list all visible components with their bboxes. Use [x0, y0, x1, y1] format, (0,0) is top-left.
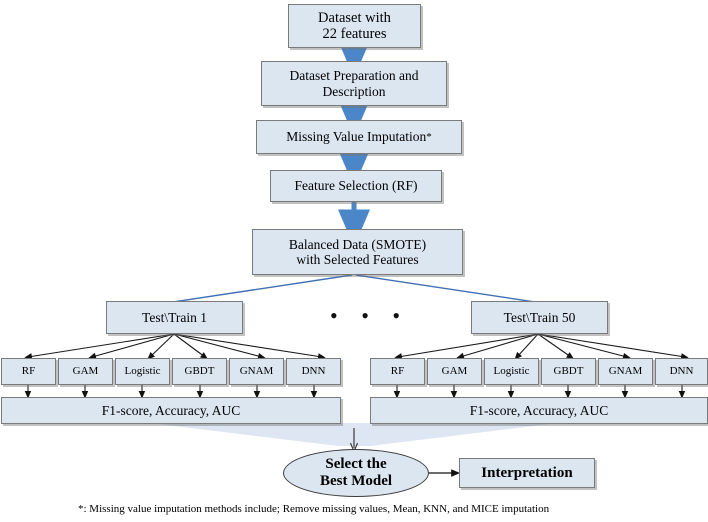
model-box-right-gbdt[interactable]: GBDT: [541, 358, 596, 385]
model-label: GBDT: [553, 365, 584, 378]
node-dataset-line2: 22 features: [322, 26, 387, 42]
model-box-left-gam[interactable]: GAM: [58, 358, 113, 385]
node-test-train-50-label: Test\Train 50: [503, 309, 576, 325]
node-balanced-line2: with Selected Features: [296, 252, 419, 267]
model-label: RF: [21, 365, 36, 378]
node-interpretation[interactable]: Interpretation: [459, 458, 595, 488]
model-label: Logistic: [493, 365, 530, 378]
model-label: RF: [390, 365, 405, 378]
node-preparation-line2: Description: [322, 83, 386, 99]
metrics-bar-right[interactable]: F1-score, Accuracy, AUC: [370, 397, 708, 424]
metrics-left-label: F1-score, Accuracy, AUC: [101, 402, 241, 418]
model-box-right-rf[interactable]: RF: [370, 358, 425, 385]
model-box-right-gam[interactable]: GAM: [427, 358, 482, 385]
model-box-left-logistic[interactable]: Logistic: [115, 358, 170, 385]
model-label: GAM: [72, 365, 99, 378]
node-test-train-50[interactable]: Test\Train 50: [471, 301, 608, 334]
model-box-left-rf[interactable]: RF: [1, 358, 56, 385]
node-test-train-1[interactable]: Test\Train 1: [106, 301, 243, 334]
node-feature-selection[interactable]: Feature Selection (RF): [270, 170, 442, 202]
model-label: GNAM: [608, 365, 643, 378]
node-imputation-label: Missing Value Imputation: [286, 129, 427, 145]
model-box-left-dnn[interactable]: DNN: [286, 358, 341, 385]
metrics-right-label: F1-score, Accuracy, AUC: [469, 402, 609, 418]
model-label: Logistic: [124, 365, 161, 378]
node-feature-selection-label: Feature Selection (RF): [294, 178, 418, 194]
node-dataset-preparation[interactable]: Dataset Preparation and Description: [261, 61, 447, 106]
metrics-bar-left[interactable]: F1-score, Accuracy, AUC: [1, 397, 341, 424]
model-label: GNAM: [239, 365, 274, 378]
interpretation-label: Interpretation: [481, 464, 573, 481]
node-dataset[interactable]: Dataset with 22 features: [288, 4, 421, 48]
select-best-line2: Best Model: [319, 473, 393, 489]
ellipsis-indicator: • • •: [330, 303, 410, 328]
node-preparation-line1: Dataset Preparation and: [289, 68, 419, 84]
model-box-left-gbdt[interactable]: GBDT: [172, 358, 227, 385]
model-label: DNN: [301, 365, 326, 378]
model-box-left-gnam[interactable]: GNAM: [229, 358, 284, 385]
node-missing-value-imputation[interactable]: Missing Value Imputation*: [256, 120, 462, 154]
node-dataset-line1: Dataset with: [318, 9, 391, 26]
node-balanced-line1: Balanced Data (SMOTE): [288, 236, 427, 252]
node-balanced-data[interactable]: Balanced Data (SMOTE) with Selected Feat…: [252, 229, 463, 275]
model-box-right-gnam[interactable]: GNAM: [598, 358, 653, 385]
model-box-right-logistic[interactable]: Logistic: [484, 358, 539, 385]
node-select-best-model[interactable]: Select the Best Model: [283, 449, 429, 497]
select-best-line1: Select the: [325, 455, 387, 472]
model-label: GAM: [441, 365, 468, 378]
model-label: GBDT: [184, 365, 215, 378]
footnote-text: *: Missing value imputation methods incl…: [78, 503, 550, 515]
node-test-train-1-label: Test\Train 1: [142, 309, 207, 325]
model-box-right-dnn[interactable]: DNN: [655, 358, 708, 385]
model-label: DNN: [669, 365, 694, 378]
